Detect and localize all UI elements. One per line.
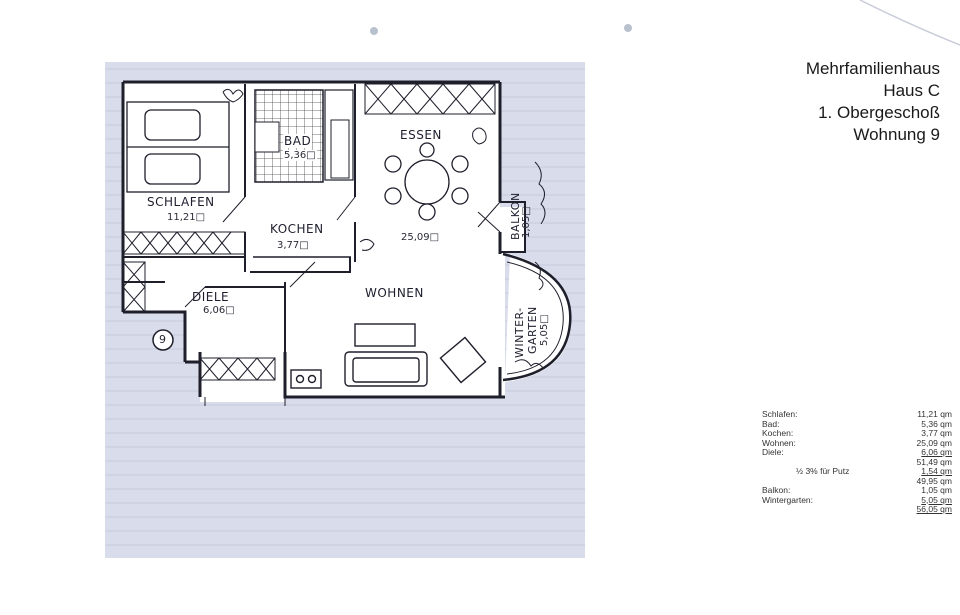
title-building: Mehrfamilienhaus (805, 59, 940, 78)
subtotal-value: 51,49 qm (916, 456, 952, 467)
putz-value: 1,54 qm (921, 466, 952, 476)
title-block: Mehrfamilienhaus Haus C 1. Obergeschoß W… (806, 58, 940, 146)
punch-hole (370, 27, 378, 35)
room-area-essen: 25,09□ (401, 232, 440, 243)
area-row: Bad: 5,36 qm (762, 418, 952, 430)
area-row: Schlafen: 11,21 qm (762, 409, 952, 420)
area-value: 1,05 qm (921, 485, 952, 495)
area-row: Balkon: 1,05 qm (762, 485, 952, 496)
area-value: 25,09 qm (916, 437, 952, 448)
room-label-essen: ESSEN (400, 128, 442, 142)
area-value: 11,21 qm (917, 409, 952, 419)
room-area-kochen: 3,77□ (277, 240, 309, 251)
area-row: Kochen: 3,77 qm (762, 428, 952, 439)
room-area-schlafen: 11,21□ (167, 212, 206, 223)
page-curl (859, 0, 960, 46)
title-floor: 1. Obergeschoß (818, 103, 940, 122)
room-label-wohnen: WOHNEN (365, 286, 424, 300)
area-value: 6,06 qm (921, 447, 952, 457)
area-row: Wohnen: 25,09 qm (762, 437, 952, 449)
subtotal-row: 51,49 qm (762, 456, 952, 468)
total-value: 56,05 qm (916, 504, 952, 514)
putz-label: ½ 3% für Putz (796, 466, 850, 476)
total-row: 56,05 qm (762, 504, 952, 515)
floor-plan: SCHLAFEN 11,21□ BAD 5,36□ KOCHEN 3,77□ E… (105, 62, 585, 558)
putz-row: ½ 3% für Putz 1,54 qm (762, 466, 952, 477)
area-label: Balkon: (762, 485, 791, 495)
room-area-balkon: 1,05□ (521, 206, 532, 238)
room-label-kochen: KOCHEN (270, 222, 324, 236)
room-label-bad: BAD (283, 134, 313, 148)
room-area-diele: 6,06□ (203, 305, 235, 316)
area-value: 3,77 qm (921, 428, 952, 438)
room-label-diele: DIELE (192, 290, 230, 304)
unit-number: 9 (159, 333, 166, 346)
room-label-wintergarten-1: WINTER- (513, 307, 526, 358)
area-label: Schlafen: (762, 409, 798, 419)
area-label: Diele: (762, 447, 784, 457)
area-row: Wintergarten: 5,05 qm (762, 494, 952, 506)
area-label: Wohnen: (762, 437, 796, 448)
area-value: 5,36 qm (921, 418, 952, 429)
subtotal-row: 49,95 qm (762, 475, 952, 487)
title-apartment: Wohnung 9 (853, 125, 940, 144)
area-value: 5,05 qm (921, 494, 952, 505)
title-house: Haus C (883, 81, 940, 100)
subtotal-value: 49,95 qm (916, 475, 952, 486)
area-label: Bad: (762, 418, 780, 429)
punch-hole (624, 24, 632, 32)
room-label-wintergarten-2: GARTEN (526, 306, 539, 354)
room-area-wintergarten: 5,05□ (539, 314, 550, 346)
floor-plan-drawing (105, 62, 585, 558)
room-label-schlafen: SCHLAFEN (147, 195, 215, 209)
area-table: Schlafen: 11,21 qm Bad: 5,36 qm Kochen: 3,7… (762, 409, 952, 515)
room-area-bad: 5,36□ (283, 150, 317, 161)
area-label: Wintergarten: (762, 494, 814, 505)
area-label: Kochen: (762, 428, 794, 438)
area-row: Diele: 6,06 qm (762, 447, 952, 458)
